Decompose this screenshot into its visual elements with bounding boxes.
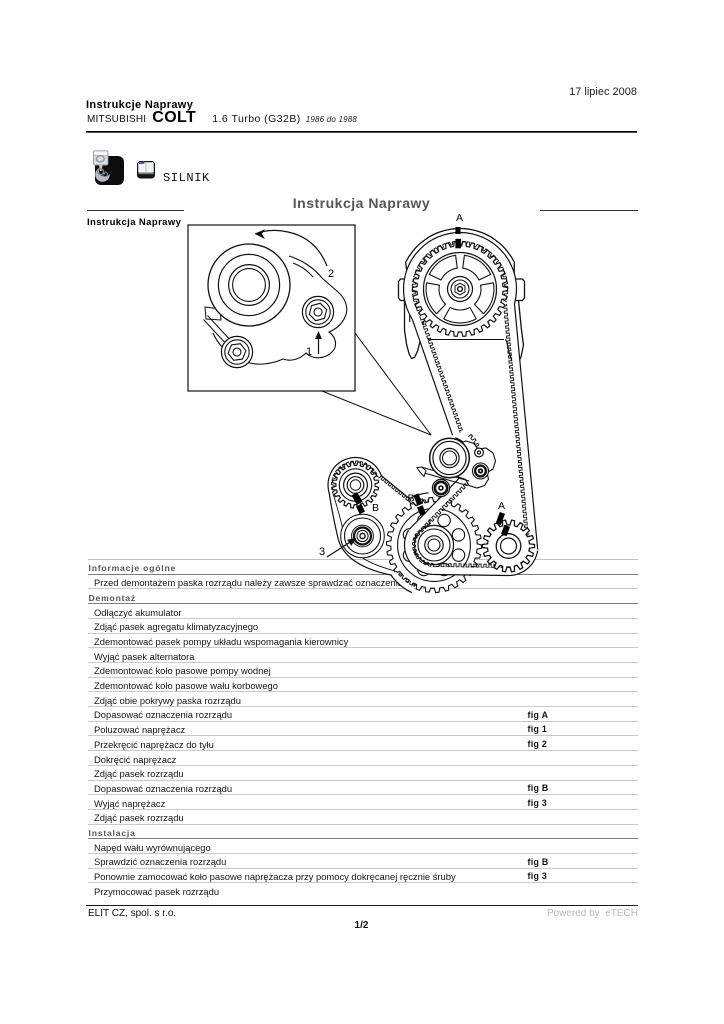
svg-text:B: B [372, 502, 379, 514]
svg-text:2: 2 [328, 268, 334, 280]
svg-text:B: B [407, 493, 414, 505]
svg-text:1: 1 [306, 346, 312, 358]
svg-text:A: A [498, 500, 505, 512]
svg-text:A: A [456, 212, 463, 224]
svg-text:3: 3 [319, 546, 325, 558]
